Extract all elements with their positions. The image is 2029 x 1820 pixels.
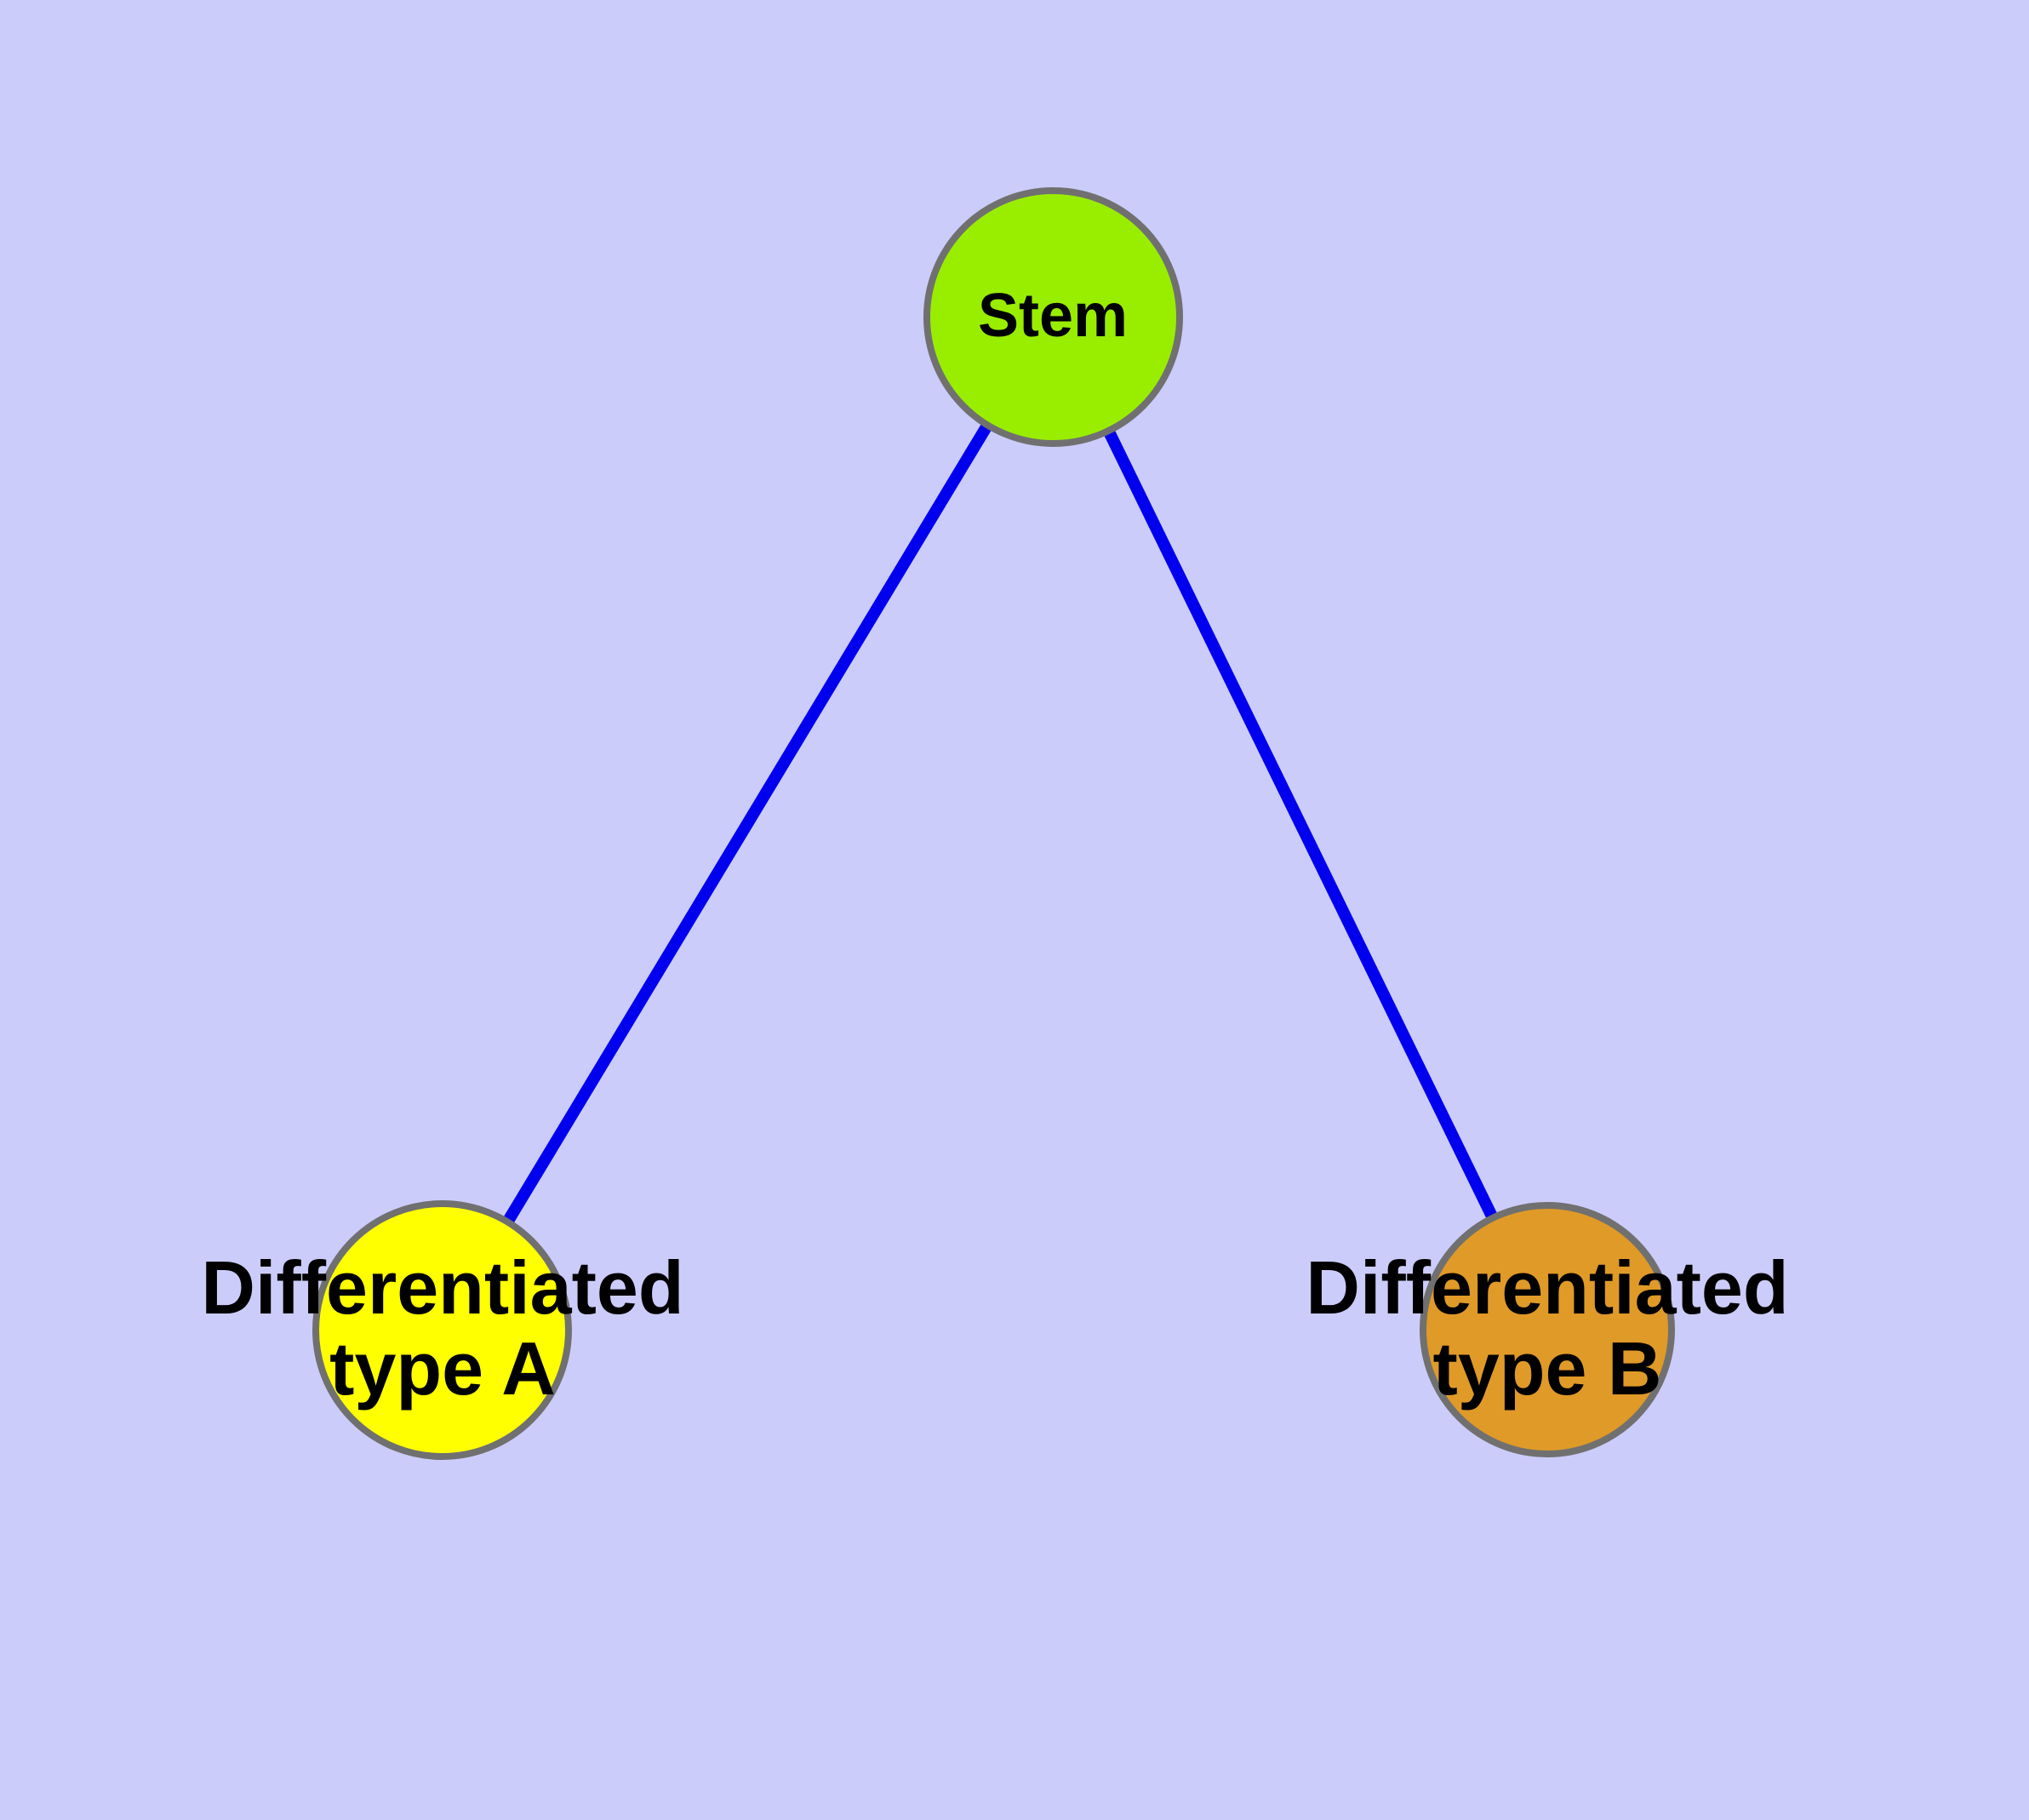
edge-stem-to-differentiated-type-a [437, 313, 1058, 1333]
node-stem[interactable] [923, 187, 1183, 447]
node-differentiated-type-a[interactable] [312, 1200, 572, 1460]
edge-stem-to-differentiated-type-b [1047, 313, 1553, 1333]
node-differentiated-type-b[interactable] [1420, 1202, 1675, 1457]
